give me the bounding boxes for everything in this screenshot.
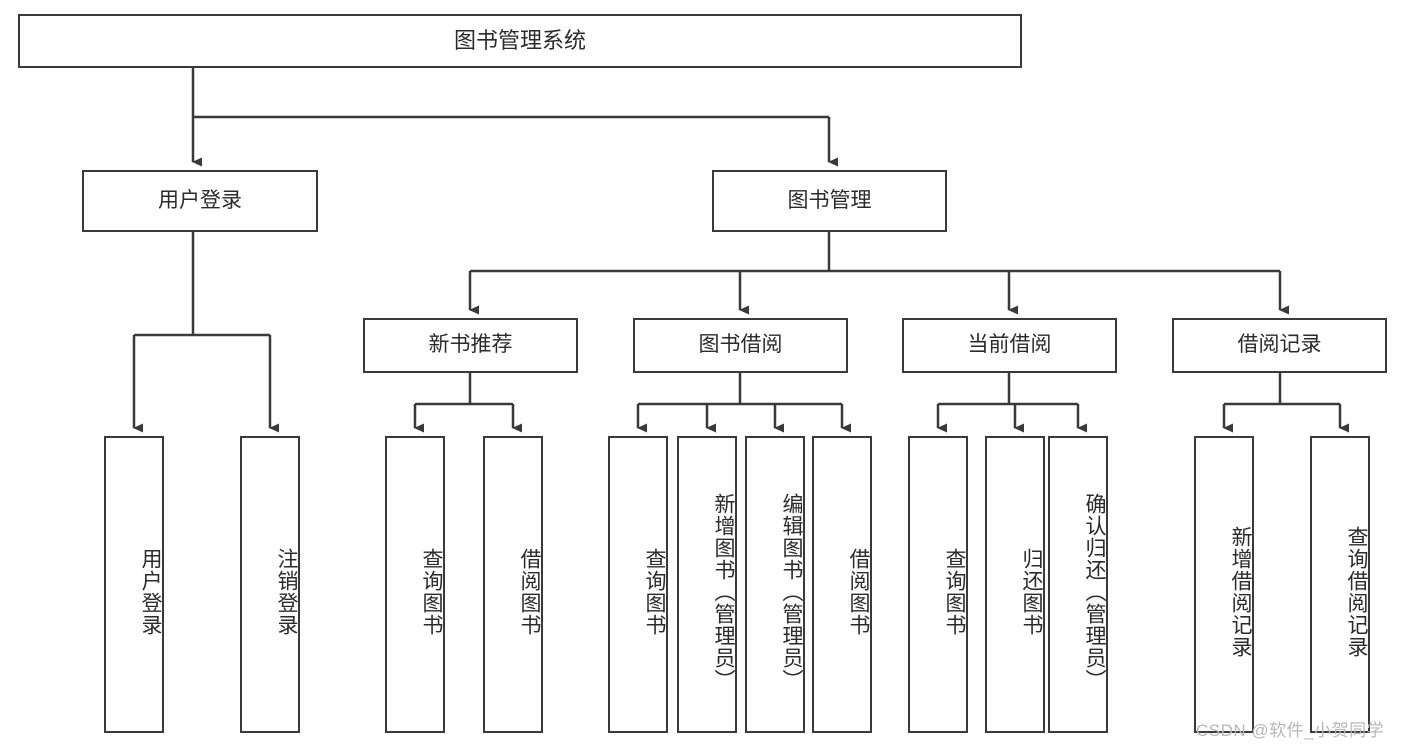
node-leaf-5[interactable]: 新增图书（管理员） xyxy=(677,436,737,733)
csdn-watermark: CSDN @软件_小贺同学 xyxy=(1196,721,1385,740)
node-leaf-6-label: 编辑图书（管理员） xyxy=(780,492,803,691)
node-leaf-1[interactable]: 注销登录 xyxy=(240,436,300,733)
node-leaf-2[interactable]: 查询图书 xyxy=(385,436,445,733)
node-level2-1-label: 图书管理 xyxy=(787,188,872,212)
node-leaf-2-label: 查询图书 xyxy=(420,547,443,636)
node-leaf-6[interactable]: 编辑图书（管理员） xyxy=(745,436,805,733)
node-leaf-8-label: 查询图书 xyxy=(943,547,966,636)
node-level3-0-label: 新书推荐 xyxy=(428,333,513,357)
node-leaf-11[interactable]: 新增借阅记录 xyxy=(1194,436,1254,733)
node-level3-1[interactable]: 图书借阅 xyxy=(633,318,848,373)
node-leaf-12[interactable]: 查询借阅记录 xyxy=(1310,436,1370,733)
node-level3-3-label: 借阅记录 xyxy=(1237,333,1322,357)
node-leaf-7[interactable]: 借阅图书 xyxy=(812,436,872,733)
node-level3-0[interactable]: 新书推荐 xyxy=(363,318,578,373)
node-leaf-7-label: 借阅图书 xyxy=(847,547,870,636)
node-level2-1[interactable]: 图书管理 xyxy=(712,170,947,232)
node-leaf-9[interactable]: 归还图书 xyxy=(985,436,1045,733)
node-leaf-0-label: 用户登录 xyxy=(139,547,162,636)
node-leaf-11-label: 新增借阅记录 xyxy=(1229,525,1252,658)
node-leaf-3-label: 借阅图书 xyxy=(518,547,541,636)
node-leaf-4-label: 查询图书 xyxy=(643,547,666,636)
node-root-label: 图书管理系统 xyxy=(453,28,586,54)
node-level2-0-label: 用户登录 xyxy=(158,188,242,212)
node-leaf-9-label: 归还图书 xyxy=(1020,547,1043,636)
node-leaf-8[interactable]: 查询图书 xyxy=(908,436,968,733)
node-leaf-12-label: 查询借阅记录 xyxy=(1345,525,1368,658)
node-leaf-1-label: 注销登录 xyxy=(275,547,298,636)
node-level3-1-label: 图书借阅 xyxy=(698,333,783,357)
node-level3-3[interactable]: 借阅记录 xyxy=(1172,318,1387,373)
node-level2-0[interactable]: 用户登录 xyxy=(82,170,318,232)
node-leaf-3[interactable]: 借阅图书 xyxy=(483,436,543,733)
node-leaf-10[interactable]: 确认归还（管理员） xyxy=(1048,436,1108,733)
node-leaf-4[interactable]: 查询图书 xyxy=(608,436,668,733)
node-level3-2-label: 当前借阅 xyxy=(967,333,1052,357)
node-leaf-0[interactable]: 用户登录 xyxy=(104,436,164,733)
node-root[interactable]: 图书管理系统 xyxy=(18,14,1022,68)
node-leaf-10-label: 确认归还（管理员） xyxy=(1083,492,1106,691)
node-leaf-5-label: 新增图书（管理员） xyxy=(712,492,735,691)
node-level3-2[interactable]: 当前借阅 xyxy=(902,318,1117,373)
